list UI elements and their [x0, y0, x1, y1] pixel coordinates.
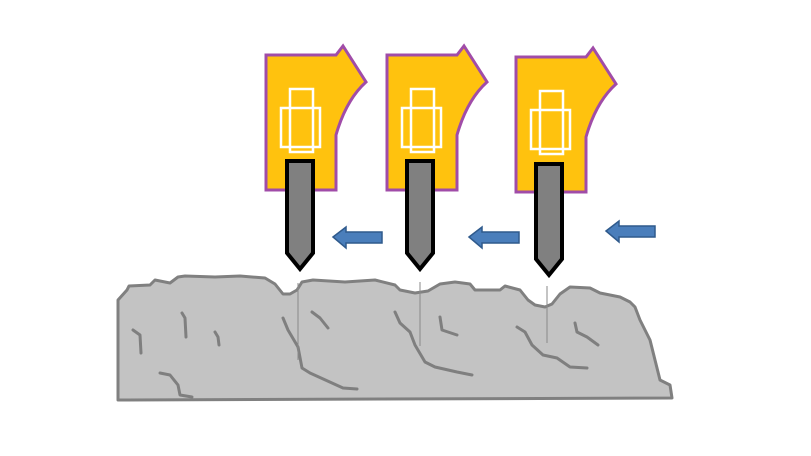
- hammer-2: [385, 44, 489, 192]
- crack-line: [281, 316, 359, 391]
- crack-line: [438, 315, 459, 337]
- rock: [116, 274, 674, 402]
- crack-line: [180, 311, 188, 339]
- crack-line: [573, 321, 600, 347]
- crack-line: [393, 310, 474, 377]
- chisel-2: [405, 159, 435, 273]
- crack-line: [131, 328, 143, 355]
- hammer-3: [514, 46, 618, 194]
- arrow-left-icon-2: [467, 225, 520, 250]
- rock-body: [116, 274, 674, 402]
- crack-line: [158, 371, 194, 399]
- arrow-left-icon-3: [604, 219, 656, 244]
- crack-line: [515, 325, 589, 370]
- arrow-left-icon-1: [331, 225, 383, 250]
- crack-line: [213, 330, 221, 347]
- hammer-1: [264, 44, 368, 192]
- chisel-3: [534, 162, 564, 279]
- chisel-1: [285, 159, 315, 273]
- crack-line: [310, 310, 330, 330]
